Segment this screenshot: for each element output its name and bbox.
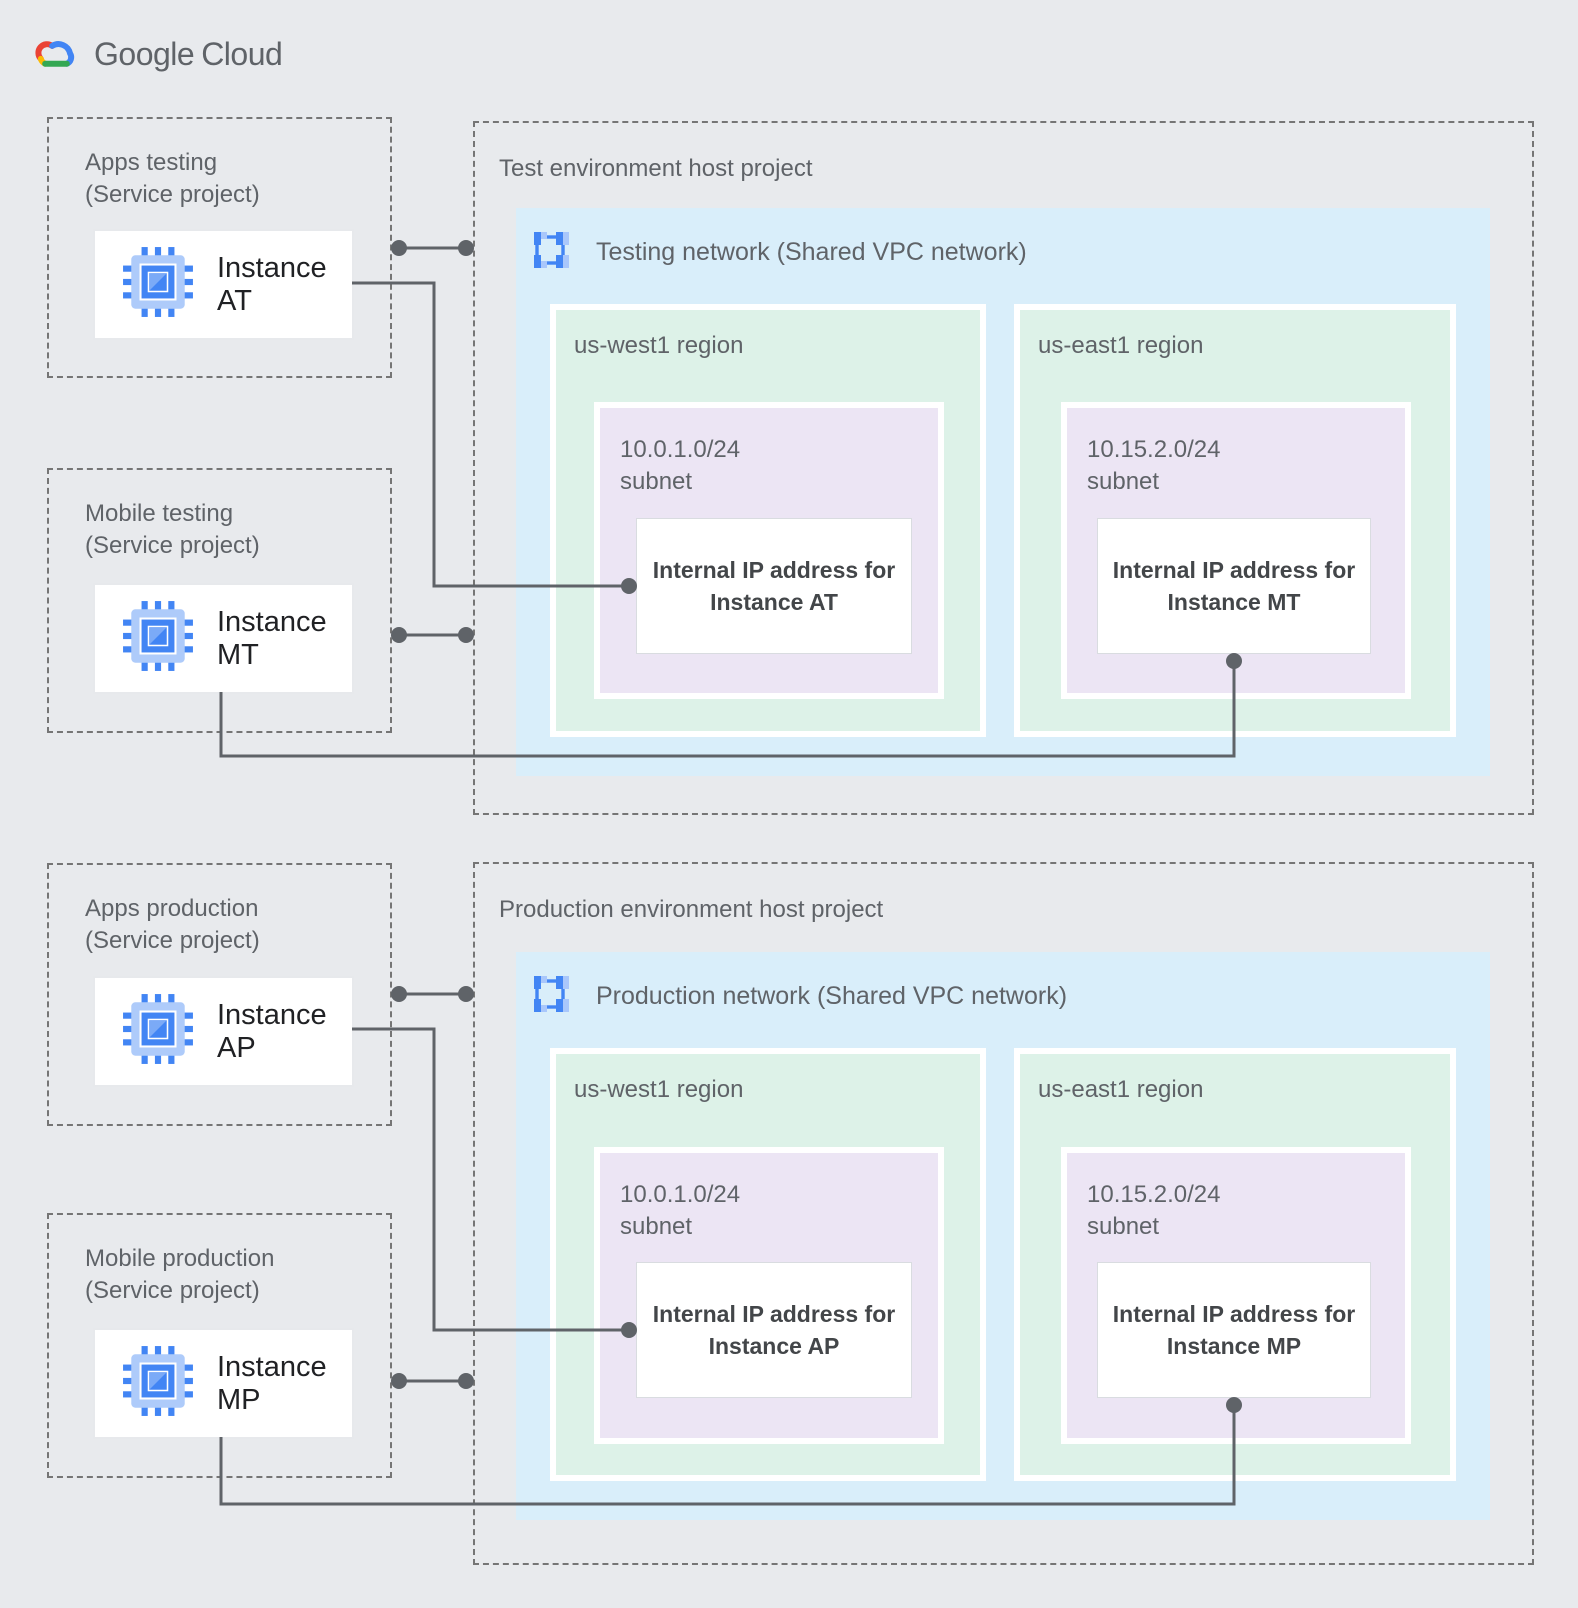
internal-ip-label-line1: Internal IP address for	[652, 1300, 896, 1327]
instance-card-ap: Instance AP	[93, 976, 354, 1087]
service-project-name: Mobile testing	[85, 500, 234, 527]
vpc-network-title: Testing network (Shared VPC network)	[596, 238, 1027, 266]
service-project-title: Apps production (Service project)	[85, 893, 260, 956]
instance-label: Instance AT	[217, 251, 327, 317]
subnet-title: 10.0.1.0/24 subnet	[620, 1179, 740, 1242]
instance-card-mp: Instance MP	[93, 1328, 354, 1439]
connector-dot	[458, 1373, 474, 1389]
connector-dot	[458, 240, 474, 256]
subnet-title: 10.15.2.0/24 subnet	[1087, 1179, 1220, 1242]
service-project-type: (Service project)	[85, 531, 260, 559]
google-cloud-icon	[35, 41, 75, 67]
compute-instance-icon	[123, 247, 193, 317]
service-project-title: Apps testing (Service project)	[85, 147, 260, 210]
subnet-cidr: 10.0.1.0/24	[620, 1181, 741, 1208]
connector-dot	[391, 627, 407, 643]
internal-ip-label-line1: Internal IP address for	[1112, 556, 1356, 583]
service-project-mobile-production: Mobile production (Service project) Inst…	[47, 1213, 392, 1478]
compute-instance-icon	[123, 601, 193, 671]
service-project-title: Mobile production (Service project)	[85, 1243, 274, 1306]
service-project-mobile-testing: Mobile testing (Service project) Instanc…	[47, 468, 392, 733]
service-project-name: Mobile production	[85, 1245, 275, 1272]
service-project-apps-testing: Apps testing (Service project) Instance …	[47, 117, 392, 378]
instance-card-at: Instance AT	[93, 229, 354, 340]
service-project-name: Apps production	[85, 895, 259, 922]
instance-label: Instance AP	[217, 998, 327, 1064]
service-project-apps-production: Apps production (Service project) Instan…	[47, 863, 392, 1126]
internal-ip-box-mt: Internal IP address for Instance MT	[1097, 518, 1371, 654]
connector-dot	[458, 627, 474, 643]
service-project-name: Apps testing	[85, 149, 218, 176]
internal-ip-box-mp: Internal IP address for Instance MP	[1097, 1262, 1371, 1398]
host-project-title: Test environment host project	[499, 155, 813, 182]
internal-ip-label-line1: Internal IP address for	[652, 556, 896, 583]
vpc-network-icon	[534, 232, 569, 268]
internal-ip-label-line2: Instance MP	[1166, 1333, 1302, 1359]
internal-ip-label-line2: Instance AT	[710, 589, 838, 615]
internal-ip-label-line1: Internal IP address for	[1112, 1300, 1356, 1327]
connector-dot	[391, 1373, 407, 1389]
subnet-title: 10.15.2.0/24 subnet	[1087, 434, 1220, 497]
internal-ip-box-ap: Internal IP address for Instance AP	[636, 1262, 912, 1398]
service-project-title: Mobile testing (Service project)	[85, 498, 260, 561]
subnet-word: subnet	[620, 467, 693, 495]
region-title: us-west1 region	[574, 1076, 744, 1103]
region-title: us-east1 region	[1038, 1076, 1204, 1103]
vpc-network-icon	[534, 976, 569, 1012]
compute-instance-icon	[123, 1346, 193, 1416]
instance-card-mt: Instance MT	[93, 583, 354, 694]
region-title: us-west1 region	[574, 332, 744, 359]
connector-dot	[458, 986, 474, 1002]
subnet-cidr: 10.15.2.0/24	[1087, 436, 1221, 463]
subnet-cidr: 10.0.1.0/24	[620, 436, 741, 463]
vpc-network-header: Production network (Shared VPC network)	[530, 974, 1067, 1019]
host-project-title: Production environment host project	[499, 896, 884, 923]
service-project-type: (Service project)	[85, 1276, 260, 1304]
subnet-word: subnet	[1087, 1212, 1160, 1240]
instance-label: Instance MT	[217, 605, 327, 671]
subnet-cidr: 10.15.2.0/24	[1087, 1181, 1221, 1208]
subnet-word: subnet	[1087, 467, 1160, 495]
service-project-type: (Service project)	[85, 926, 260, 954]
internal-ip-label-line2: Instance AP	[708, 1333, 840, 1359]
vpc-network-title: Production network (Shared VPC network)	[596, 982, 1068, 1010]
vpc-network-header: Testing network (Shared VPC network)	[530, 230, 1027, 275]
subnet-word: subnet	[620, 1212, 693, 1240]
internal-ip-box-at: Internal IP address for Instance AT	[636, 518, 912, 654]
logo-text-google: Google	[94, 35, 195, 72]
region-title: us-east1 region	[1038, 332, 1204, 359]
connector-dot	[391, 986, 407, 1002]
subnet-title: 10.0.1.0/24 subnet	[620, 434, 740, 497]
internal-ip-label-line2: Instance MT	[1167, 589, 1301, 615]
instance-label: Instance MP	[217, 1350, 327, 1416]
connector-dot	[391, 240, 407, 256]
logo-text-cloud: Cloud	[201, 35, 283, 72]
compute-instance-icon	[123, 994, 193, 1064]
service-project-type: (Service project)	[85, 180, 260, 208]
